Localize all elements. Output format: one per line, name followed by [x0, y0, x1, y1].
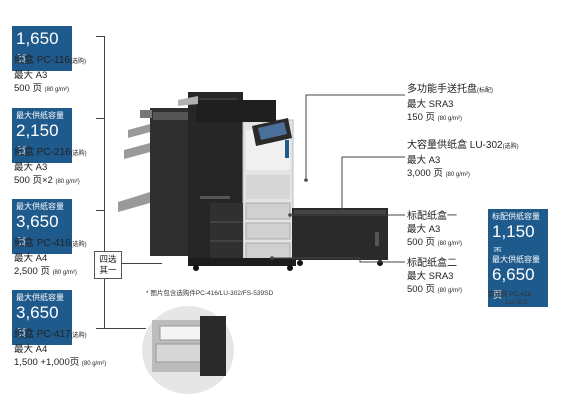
bracket-line	[104, 36, 105, 328]
spec-tray1: 标配纸盒一 最大 A3 500 页 (80 g/m²)	[407, 211, 462, 248]
bracket-tick	[96, 118, 105, 119]
spec-pages: 3,000 页	[407, 168, 443, 179]
spec-pc216: 纸盒 PC-216(选购) 最大 A3 500 页×2 (80 g/m²)	[14, 147, 87, 186]
spec-pc116: 纸盒 PC-116(选购) 最大 A3 500 页 (80 g/m²)	[14, 55, 86, 94]
spec-size: 最大 A4	[14, 253, 48, 264]
spec-pc417: 纸盒 PC-417(选购) 最大 A4 1,500 +1,000页 (80 g/…	[14, 329, 107, 368]
spec-size: 最大 A4	[14, 344, 48, 355]
badge-caption: 最大供纸容量	[492, 255, 540, 264]
bracket-tick	[96, 328, 146, 329]
spec-pages: 1,500 +1,000页	[14, 357, 80, 368]
max-capacity-badge: 最大供纸容量 6,650 页	[488, 252, 548, 307]
illustration-caption: * 图片包含选购件PC-416/LU-302/FS-539SD	[146, 290, 274, 297]
capacity-value: 3,650	[16, 212, 59, 231]
spec-name: 标配纸盒二	[407, 258, 457, 269]
choice-tag: 四选 其一	[94, 251, 122, 279]
printer-main-body	[178, 92, 296, 271]
bracket-tick	[96, 36, 105, 37]
bracket-to-printer	[122, 263, 162, 264]
spec-pc416: 纸盒 PC-416(选购) 最大 A4 2,500 页 (80 g/m²)	[14, 238, 87, 277]
spec-pages: 150 页	[407, 112, 435, 123]
max-capacity-note: 需选购 PC-416 LU-302	[488, 291, 532, 306]
bracket-tick	[96, 210, 105, 211]
spec-size: 最大 A3	[14, 70, 48, 81]
finisher-unit	[118, 108, 200, 256]
capacity-badge-pc216: 最大供纸容量 2,150 页	[12, 108, 72, 163]
capacity-value: 2,150	[16, 121, 59, 140]
badge-caption: 标配供纸容量	[492, 212, 540, 221]
badge-caption: 最大供纸容量	[16, 111, 64, 120]
spec-bypass-tray: 多功能手送托盘(标配) 最大 SRA3 150 页 (80 g/m²)	[407, 84, 493, 123]
spec-tray2: 标配纸盒二 最大 SRA3 500 页 (80 g/m²)	[407, 258, 462, 295]
spec-name: 纸盒 PC-216	[14, 147, 71, 158]
capacity-badge-pc416: 最大供纸容量 3,650 页	[12, 199, 72, 254]
capacity-value: 6,650	[492, 265, 535, 284]
spec-size: 最大 A3	[14, 162, 48, 173]
spec-pages: 500 页	[14, 83, 42, 94]
badge-caption: 最大供纸容量	[16, 293, 64, 302]
capacity-value: 1,650	[16, 29, 59, 48]
spec-pages: 500 页	[407, 237, 435, 248]
spec-lu302: 大容量供纸盒 LU-302(选购) 最大 A3 3,000 页 (80 g/m²…	[407, 140, 519, 179]
capacity-unit: 页	[17, 237, 27, 247]
spec-name: 大容量供纸盒 LU-302	[407, 140, 503, 151]
badge-caption: 最大供纸容量	[16, 202, 64, 211]
pc417-inset	[142, 306, 234, 394]
spec-name: 纸盒 PC-417	[14, 329, 71, 340]
large-capacity-unit	[292, 208, 388, 266]
capacity-value: 3,650	[16, 303, 59, 322]
capacity-unit: 页	[493, 290, 503, 300]
spec-size: 最大 A3	[407, 155, 441, 166]
spec-name: 多功能手送托盘	[407, 84, 477, 95]
capacity-unit: 页	[17, 328, 27, 338]
spec-name: 标配纸盒一	[407, 211, 457, 222]
capacity-unit: 页	[17, 54, 27, 64]
capacity-value: 1,150	[492, 222, 535, 241]
spec-size: 最大 SRA3	[407, 99, 454, 110]
spec-pages: 500 页×2	[14, 175, 53, 186]
spec-name: 纸盒 PC-116	[14, 55, 70, 66]
spec-name: 纸盒 PC-416	[14, 238, 71, 249]
leader-lines	[272, 94, 405, 263]
spec-pages: 500 页	[407, 284, 435, 295]
capacity-unit: 页	[17, 146, 27, 156]
capacity-badge-pc116: 1,650 页	[12, 26, 72, 71]
spec-pages: 2,500 页	[14, 266, 50, 277]
spec-size: 最大 SRA3	[407, 271, 454, 282]
spec-size: 最大 A3	[407, 224, 441, 235]
capacity-badge-pc417: 最大供纸容量 3,650 页	[12, 290, 72, 345]
